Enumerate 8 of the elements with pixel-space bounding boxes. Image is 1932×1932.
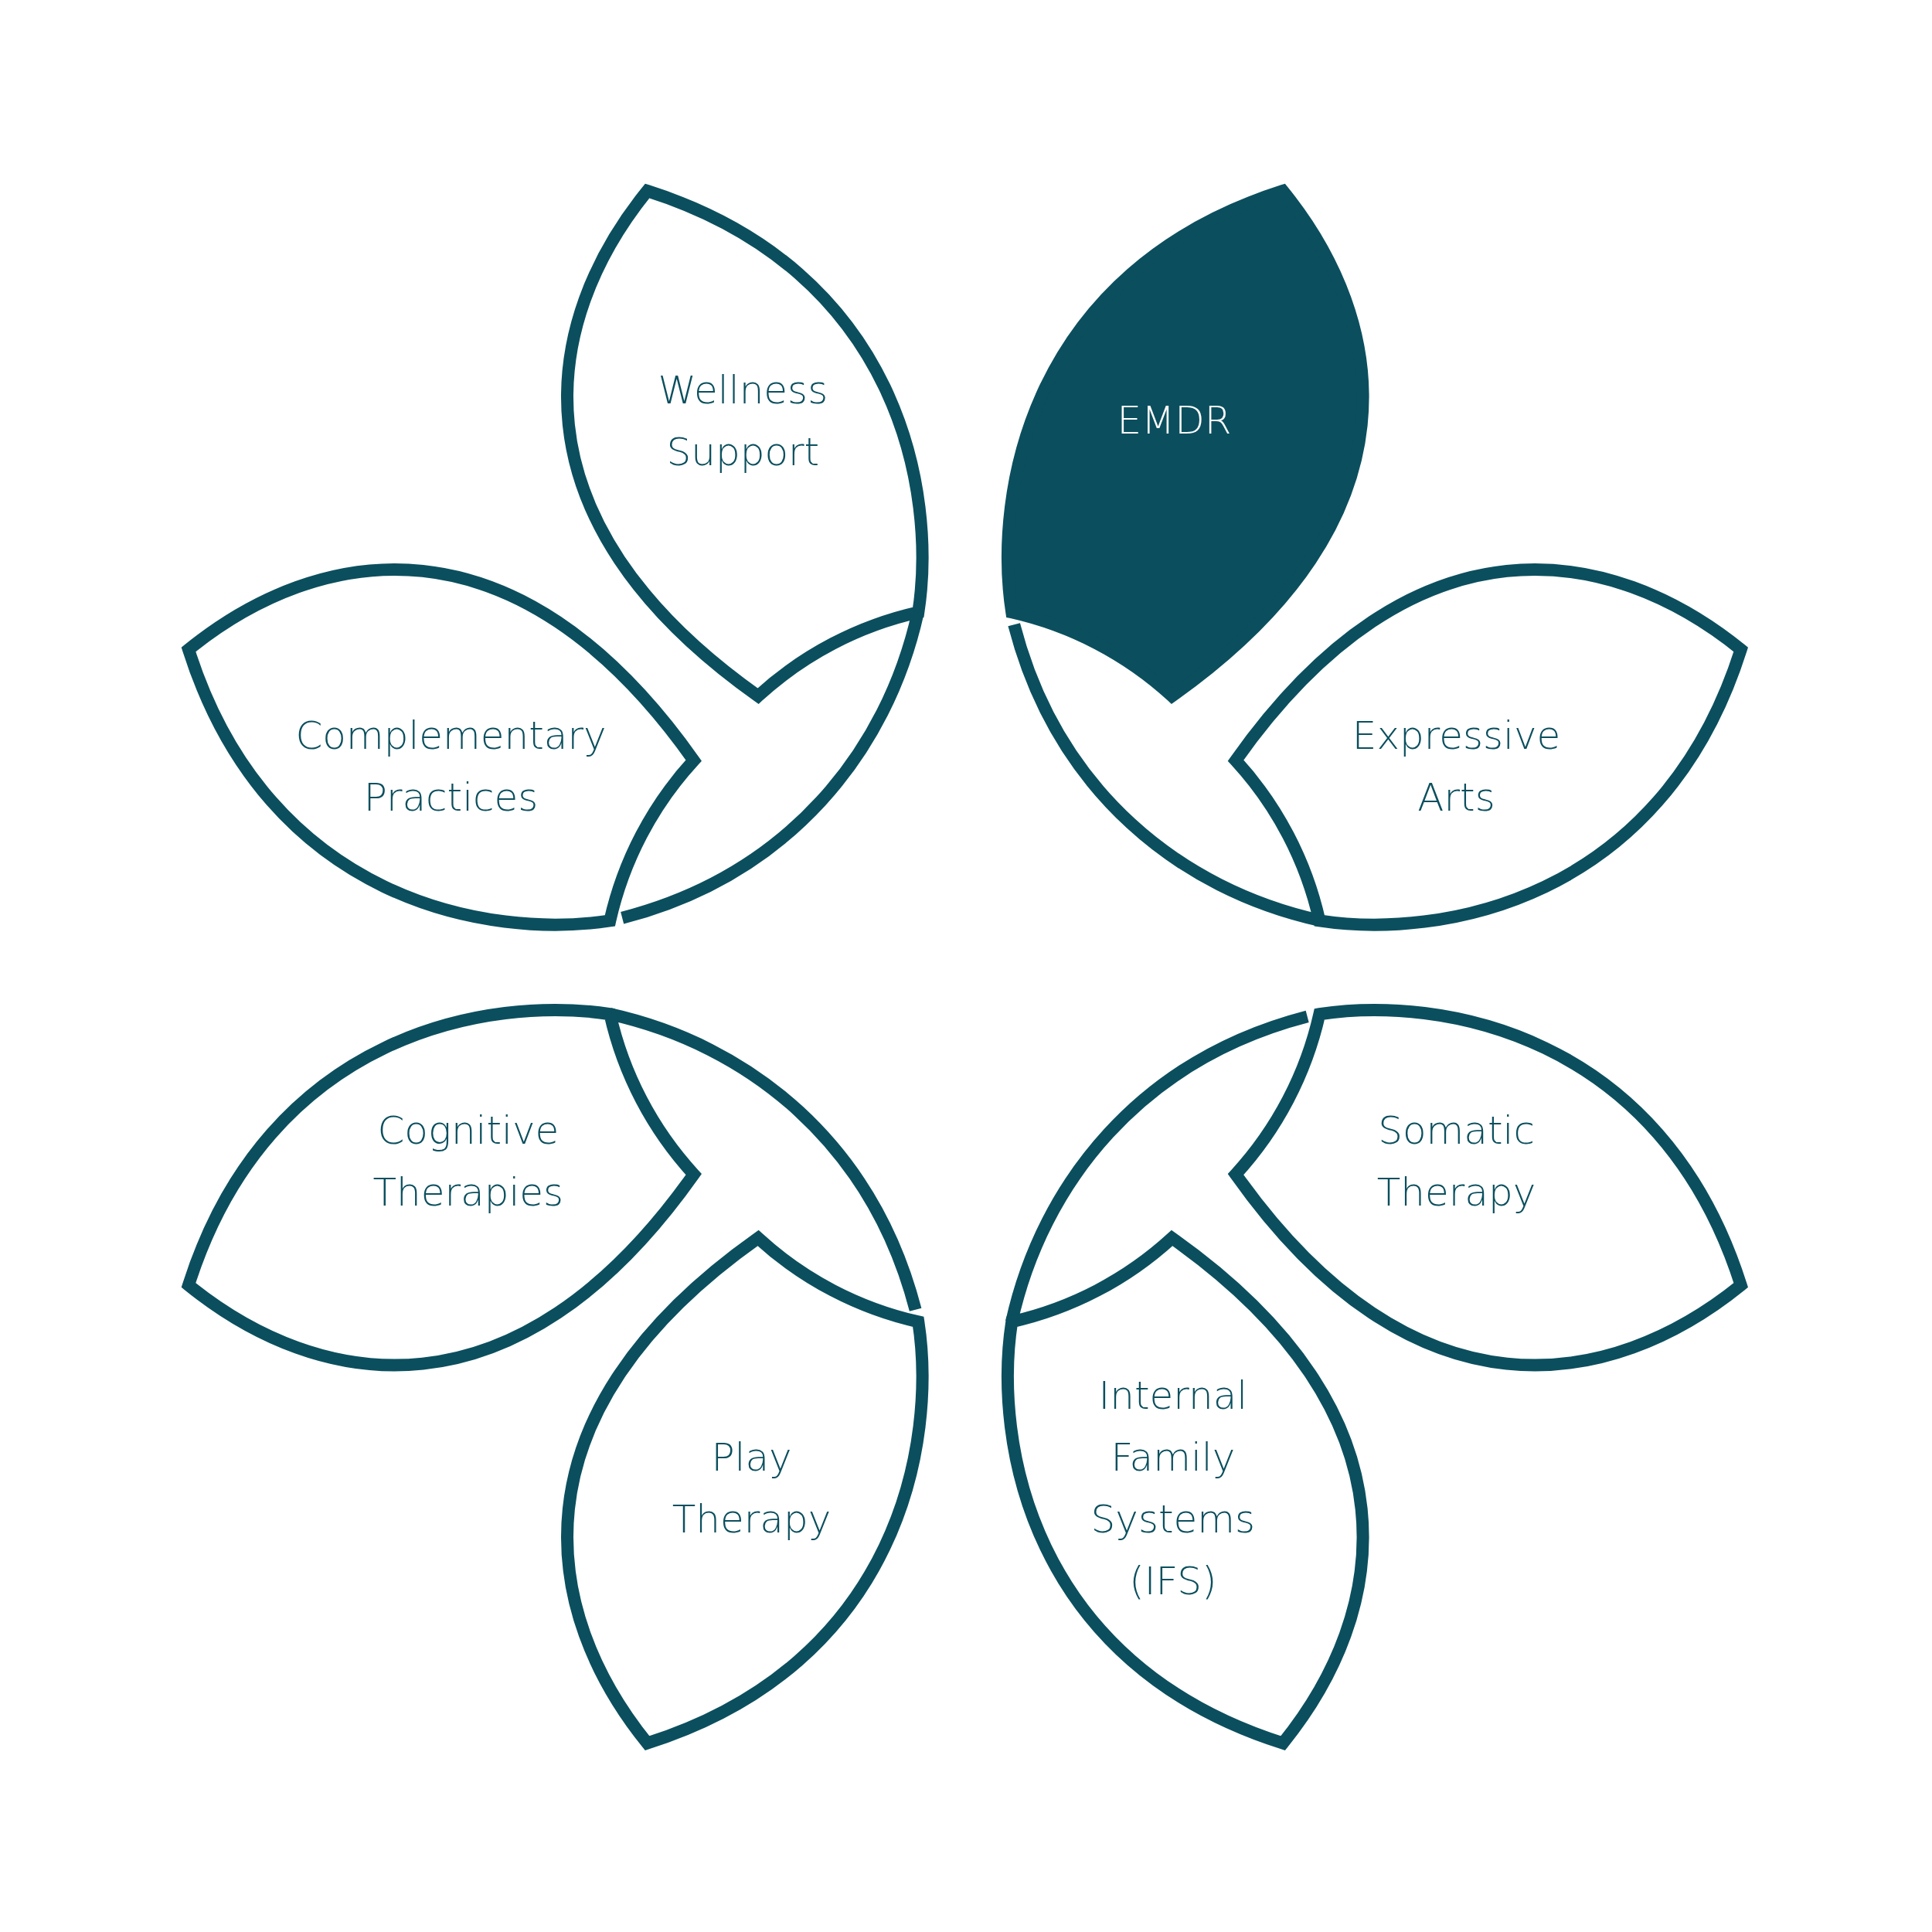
- petal-label: Play Therapy: [672, 1434, 832, 1543]
- petal-label: Somatic Therapy: [1376, 1107, 1536, 1217]
- petal-label: Expressive Arts: [1352, 712, 1561, 821]
- petal-label: EMDR: [1117, 396, 1232, 444]
- petal-label: Complementary Practices: [295, 712, 607, 821]
- petal-label: Internal Family Systems (IFS): [1090, 1372, 1256, 1605]
- petal-label: Cognitive Therapies: [372, 1107, 564, 1217]
- petal-label: Wellness Support: [658, 367, 828, 477]
